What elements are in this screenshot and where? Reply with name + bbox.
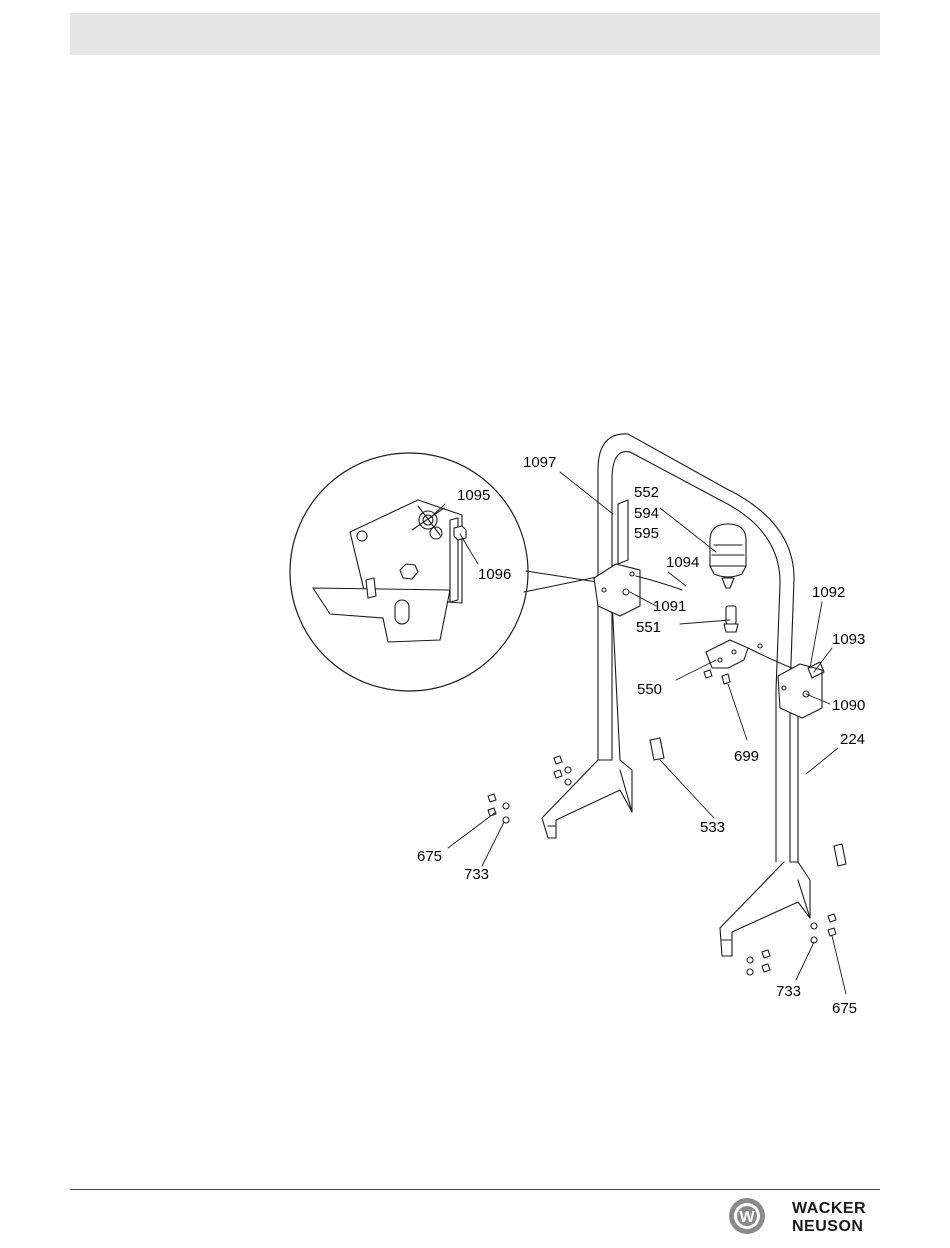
- callout-1092: 1092: [812, 584, 845, 601]
- logo-mark: W: [739, 1209, 755, 1226]
- beacon-light: [710, 524, 746, 588]
- callout-533: 533: [700, 819, 725, 836]
- right-mount-bracket: [778, 662, 824, 718]
- callout-1095: 1095: [457, 487, 490, 504]
- right-foot: [720, 862, 810, 956]
- leader-lines: [430, 472, 846, 994]
- callout-1093: 1093: [832, 631, 865, 648]
- callout-1094: 1094: [666, 554, 699, 571]
- callout-1090: 1090: [832, 697, 865, 714]
- brand-line-2: NEUSON: [792, 1218, 863, 1235]
- callout-1097: 1097: [523, 454, 556, 471]
- callout-675-right: 675: [832, 1000, 857, 1017]
- hardware: [488, 756, 836, 975]
- callout-733-right: 733: [776, 983, 801, 1000]
- brand-line-1: WACKER: [792, 1200, 866, 1217]
- callout-551: 551: [636, 619, 661, 636]
- footer-rule: [70, 1189, 880, 1190]
- callout-1091: 1091: [653, 598, 686, 615]
- callout-594: 594: [634, 505, 659, 522]
- callout-1096: 1096: [478, 566, 511, 583]
- beacon-tube: [724, 606, 738, 632]
- callout-733-left: 733: [464, 866, 489, 883]
- callout-675-left: 675: [417, 848, 442, 865]
- callout-224: 224: [840, 731, 865, 748]
- wacker-neuson-logo: W WACKER NEUSON: [726, 1196, 886, 1236]
- callout-550: 550: [637, 681, 662, 698]
- callout-595: 595: [634, 525, 659, 542]
- left-mount-bracket: [594, 564, 640, 616]
- callout-699: 699: [734, 748, 759, 765]
- mounting-plate: [704, 640, 748, 684]
- callout-552: 552: [634, 484, 659, 501]
- detail-view: [290, 453, 597, 691]
